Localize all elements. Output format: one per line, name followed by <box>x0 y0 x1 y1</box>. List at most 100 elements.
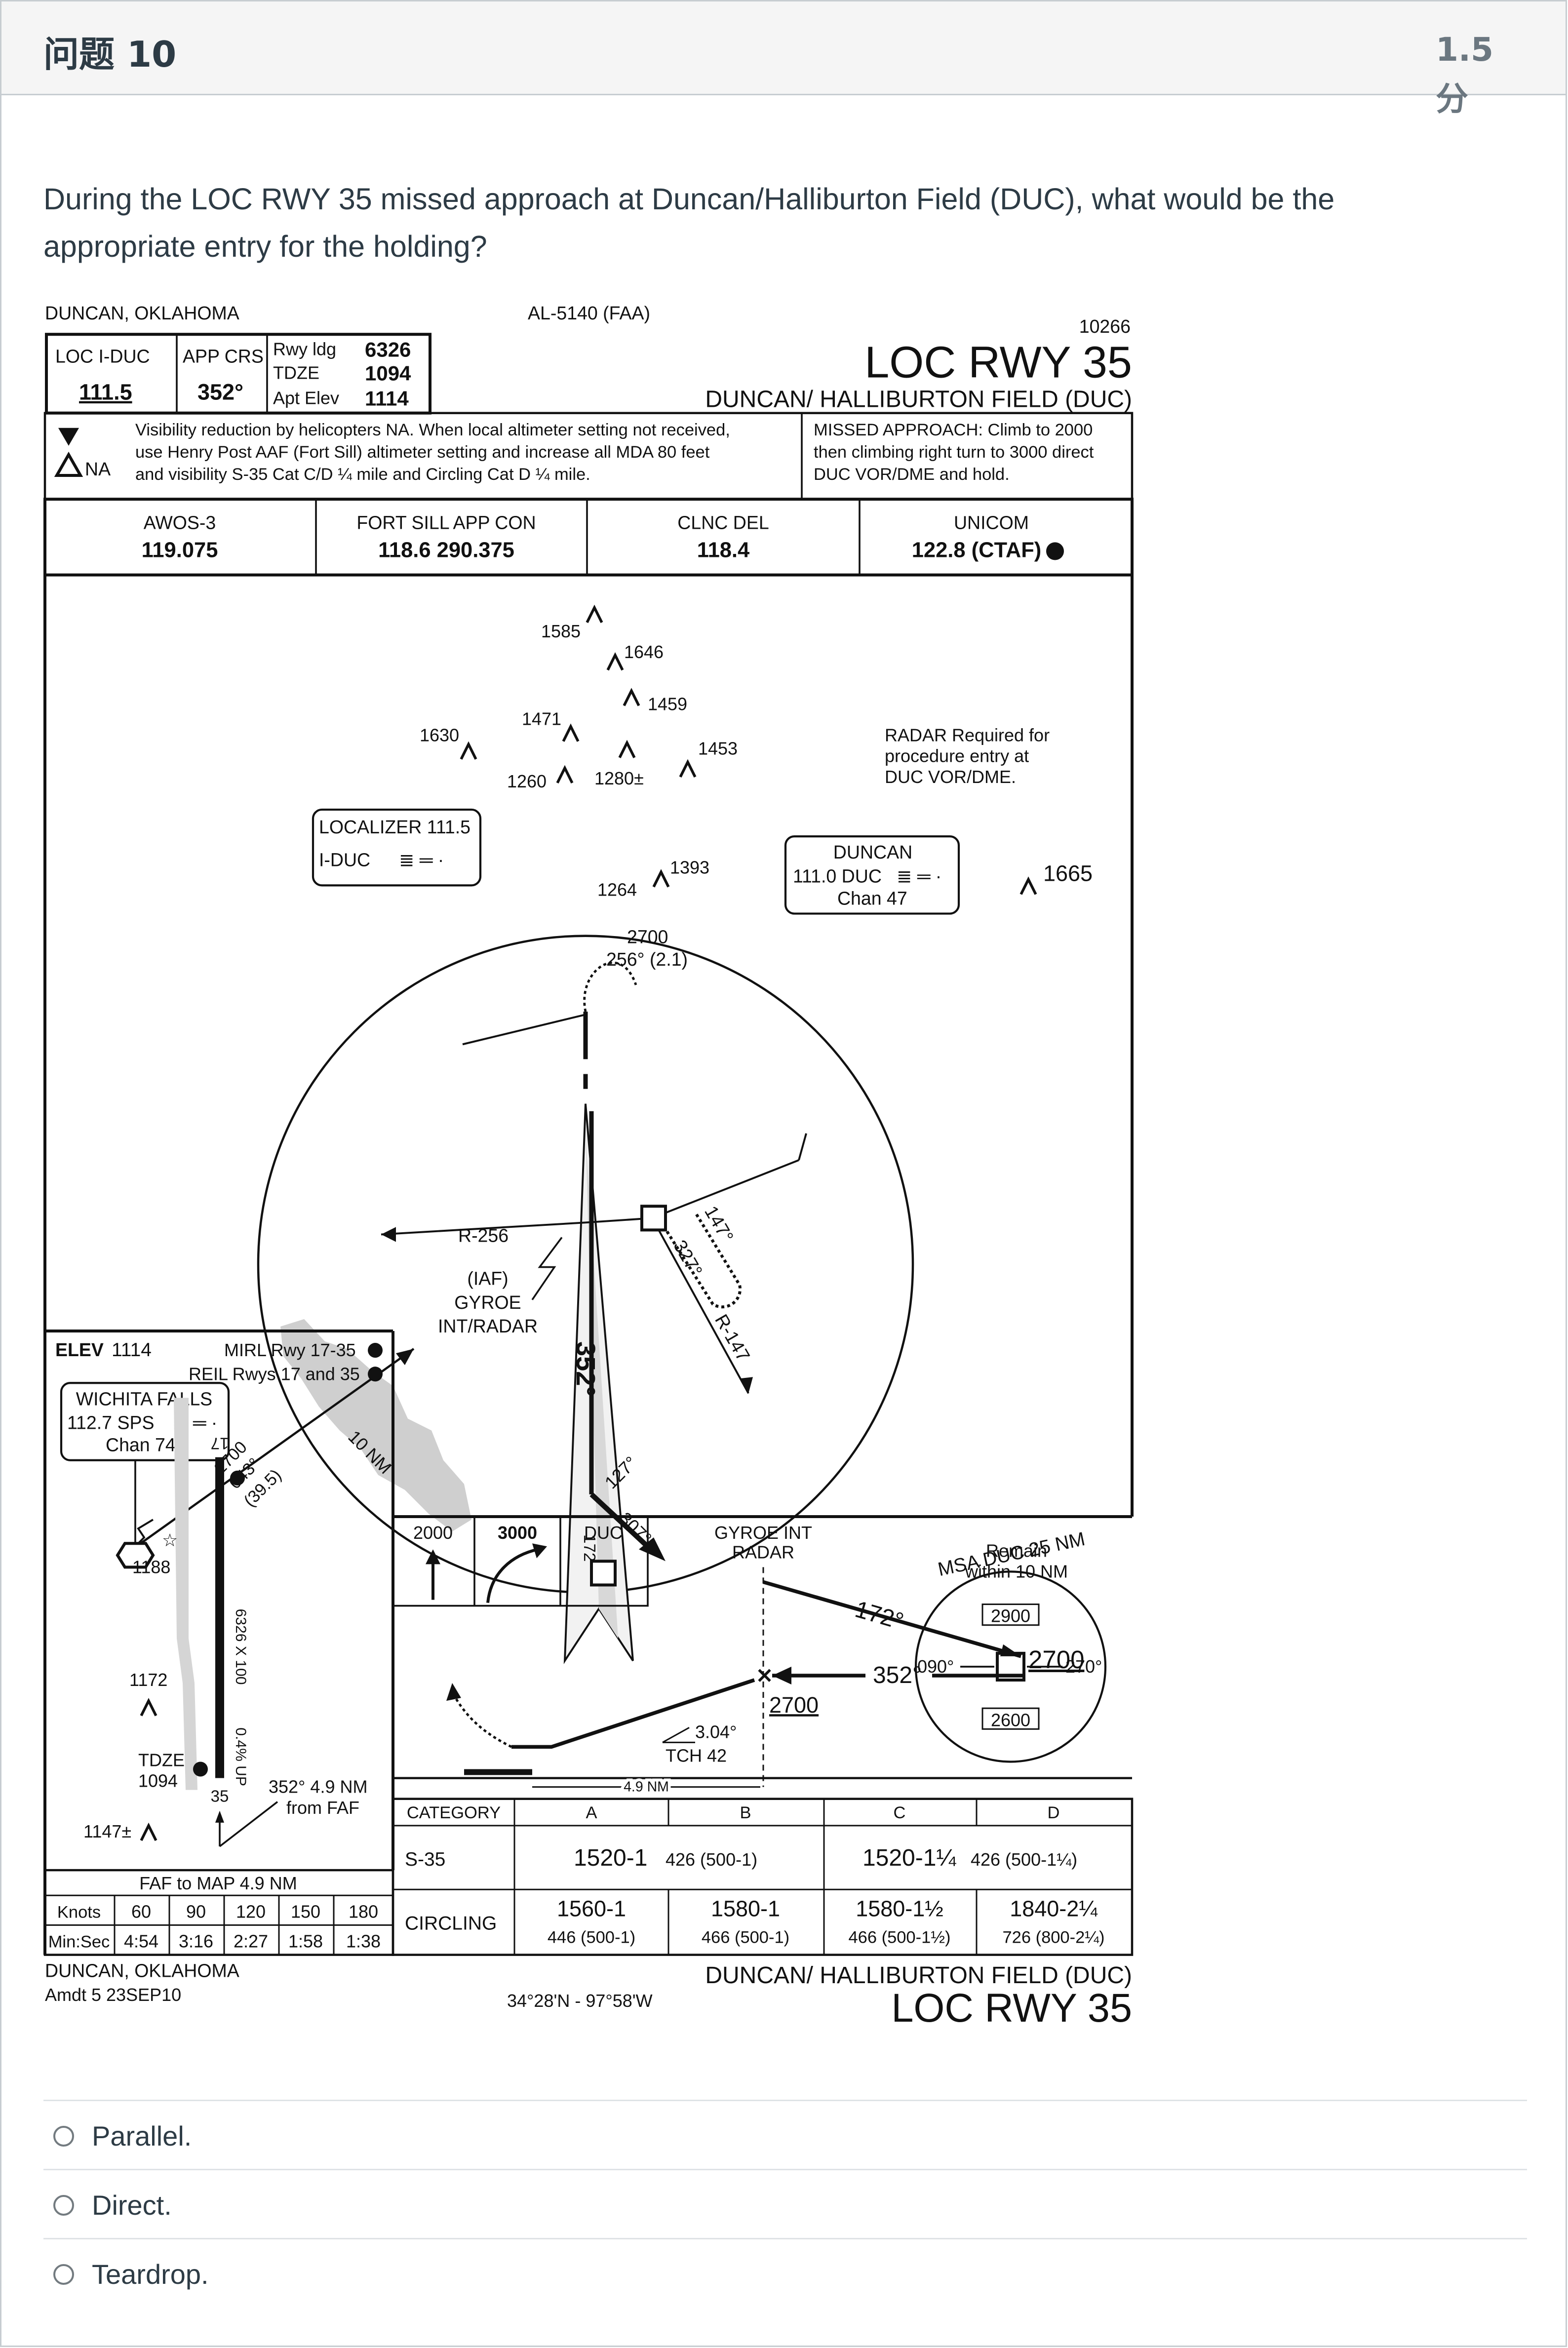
minimums-circ-c-sub: 466 (500-1½) <box>848 1928 950 1947</box>
missed-approach-line-1: MISSED APPROACH: Climb to 2000 <box>814 421 1093 439</box>
answer-label-teardrop: Teardrop. <box>92 2259 209 2290</box>
question-text: During the LOC RWY 35 missed approach at… <box>43 182 1335 263</box>
remain-label-1: Remain <box>986 1540 1047 1561</box>
msa-north-altitude: 2900 <box>991 1606 1030 1626</box>
profile-distance: 4.9 NM <box>624 1779 669 1795</box>
rwy-ldg-value: 6326 <box>365 338 411 361</box>
obstacle-1393: 1393 <box>670 857 709 877</box>
timing-time-150: 1:58 <box>288 1931 323 1952</box>
radio-teardrop[interactable] <box>53 2264 74 2285</box>
obstacle-icon <box>562 723 580 742</box>
hold-bearing: 256° (2.1) <box>606 949 688 970</box>
duncan-box-line-2: 111.0 DUC <box>793 865 882 886</box>
minimums-circ-c-main: 1580-1½ <box>856 1896 943 1921</box>
holding-pattern <box>666 1211 742 1309</box>
answer-option-direct[interactable]: Direct. <box>43 2169 1527 2238</box>
airport-tdze-value: 1094 <box>138 1771 178 1791</box>
iaf-label-2: GYROE <box>454 1292 521 1313</box>
minimums-circ-b-sub: 466 (500-1) <box>702 1928 789 1947</box>
msa-south-altitude: 2600 <box>991 1710 1030 1730</box>
profile-icon-3000: 3000 <box>498 1523 537 1543</box>
duc-vordme-icon <box>640 1205 667 1232</box>
obstacle-1665: 1665 <box>1043 861 1093 886</box>
runway-gradient: 0.4% UP <box>233 1727 249 1786</box>
duncan-box-line-1: DUNCAN <box>833 842 912 862</box>
obstacle-1585: 1585 <box>541 621 581 641</box>
gyroe-label-2: RADAR <box>732 1542 794 1562</box>
msa-circle <box>914 1570 1107 1763</box>
duncan-vor-box <box>784 835 960 915</box>
obstacle-1264: 1264 <box>597 879 637 900</box>
lighting-icon <box>1046 542 1064 560</box>
obstacle-1453: 1453 <box>698 739 738 759</box>
profile-course-352: 352° <box>873 1662 922 1688</box>
answer-label-parallel: Parallel. <box>92 2120 192 2152</box>
obstacle-1471: 1471 <box>522 708 561 729</box>
timing-title: FAF to MAP 4.9 NM <box>139 1873 297 1893</box>
timing-minsec-label: Min:Sec <box>48 1933 110 1952</box>
taxiway-shape <box>174 1398 197 1790</box>
footer-amendment: Amdt 5 23SEP10 <box>45 1985 181 2005</box>
apt-elev-label: Apt Elev <box>273 388 339 408</box>
obstacle-icon <box>1019 876 1037 895</box>
obstacle-icon <box>623 688 640 706</box>
timing-knots-120: 120 <box>236 1901 266 1921</box>
obstacle-1280: 1280± <box>594 768 644 788</box>
profile-alt-2700-right: 2700 <box>1028 1645 1084 1674</box>
question-title: 问题 10 <box>43 34 177 75</box>
timing-knots-90: 90 <box>186 1901 206 1921</box>
radio-parallel[interactable] <box>53 2126 74 2147</box>
app-crs-value: 352° <box>197 380 243 405</box>
wichita-box-line-3: Chan 74 <box>106 1435 176 1455</box>
radio-direct[interactable] <box>53 2195 74 2216</box>
minimums-circ-d-main: 1840-2¼ <box>1010 1896 1098 1921</box>
radar-note-1: RADAR Required for <box>885 725 1050 745</box>
footer-title: LOC RWY 35 <box>891 1986 1132 2025</box>
hold-altitude: 2700 <box>627 927 668 947</box>
morse-code-icon: ≣ ═ · <box>897 865 941 886</box>
minimums-cat-a: A <box>586 1803 597 1822</box>
missed-approach-line-3: DUC VOR/DME and hold. <box>814 465 1010 484</box>
loc-label: LOC I-DUC <box>55 346 150 366</box>
obstacle-labels: 1585 1646 1459 1471 1630 1453 1260 1280±… <box>420 604 1093 900</box>
radar-note-2: procedure entry at <box>885 746 1029 766</box>
minimums-circ-a-sub: 446 (500-1) <box>548 1928 635 1947</box>
duc-hold-icon <box>590 1560 617 1587</box>
wichita-box-line-1: WICHITA FALLS <box>76 1388 212 1409</box>
profile-course-172: 172° <box>852 1596 906 1635</box>
obstacle-icon <box>679 759 697 778</box>
answer-label-direct: Direct. <box>92 2190 172 2221</box>
takeoff-minimums-icon <box>54 451 83 477</box>
airport-tdze-label: TDZE <box>138 1750 185 1770</box>
elev-label: ELEV <box>55 1339 104 1360</box>
approach-lights-icon <box>230 1470 245 1486</box>
obstacle-1260: 1260 <box>507 771 547 791</box>
loc-frequency: 111.5 <box>79 380 132 405</box>
obstacle-icon <box>586 604 603 624</box>
mirl-note: MIRL Rwy 17-35 <box>224 1340 356 1360</box>
msa-270-label: 270° <box>1065 1656 1102 1677</box>
minimums-s35-label: S-35 <box>405 1849 445 1870</box>
na-label: NA <box>85 459 111 479</box>
minimums-s35-ab-main: 1520-1 <box>574 1844 647 1871</box>
msa-090-label: 090° <box>917 1656 954 1677</box>
duncan-box-line-3: Chan 47 <box>837 888 907 908</box>
timing-knots-180: 180 <box>349 1901 378 1921</box>
answer-option-teardrop[interactable]: Teardrop. <box>43 2238 1527 2308</box>
minimums-cat-d: D <box>1048 1803 1060 1822</box>
chart-number: 10266 <box>1079 316 1131 337</box>
rwy-ldg-label: Rwy ldg <box>273 339 336 359</box>
approach-chart: DUNCAN, OKLAHOMA AL-5140 (FAA) 10266 LOC… <box>43 303 1134 2025</box>
final-course-label: 352° <box>571 1341 600 1397</box>
minimums-circ-b-main: 1580-1 <box>711 1896 780 1921</box>
missed-approach-turn <box>583 961 637 1012</box>
obstacle-icon <box>556 765 574 784</box>
obstacle-1188-label: 1188 <box>132 1557 170 1577</box>
minimums-circling-label: CIRCLING <box>405 1913 497 1934</box>
missed-approach-line-2: then climbing right turn to 3000 direct <box>814 443 1094 462</box>
obstacle-icon <box>140 1822 157 1841</box>
answer-option-parallel[interactable]: Parallel. <box>43 2100 1527 2169</box>
question-header: 问题 10 1.5 分 <box>1 1 1566 118</box>
notes-line-2: use Henry Post AAF (Fort Sill) altimeter… <box>135 443 710 462</box>
minimums-cat-b: B <box>740 1803 751 1822</box>
